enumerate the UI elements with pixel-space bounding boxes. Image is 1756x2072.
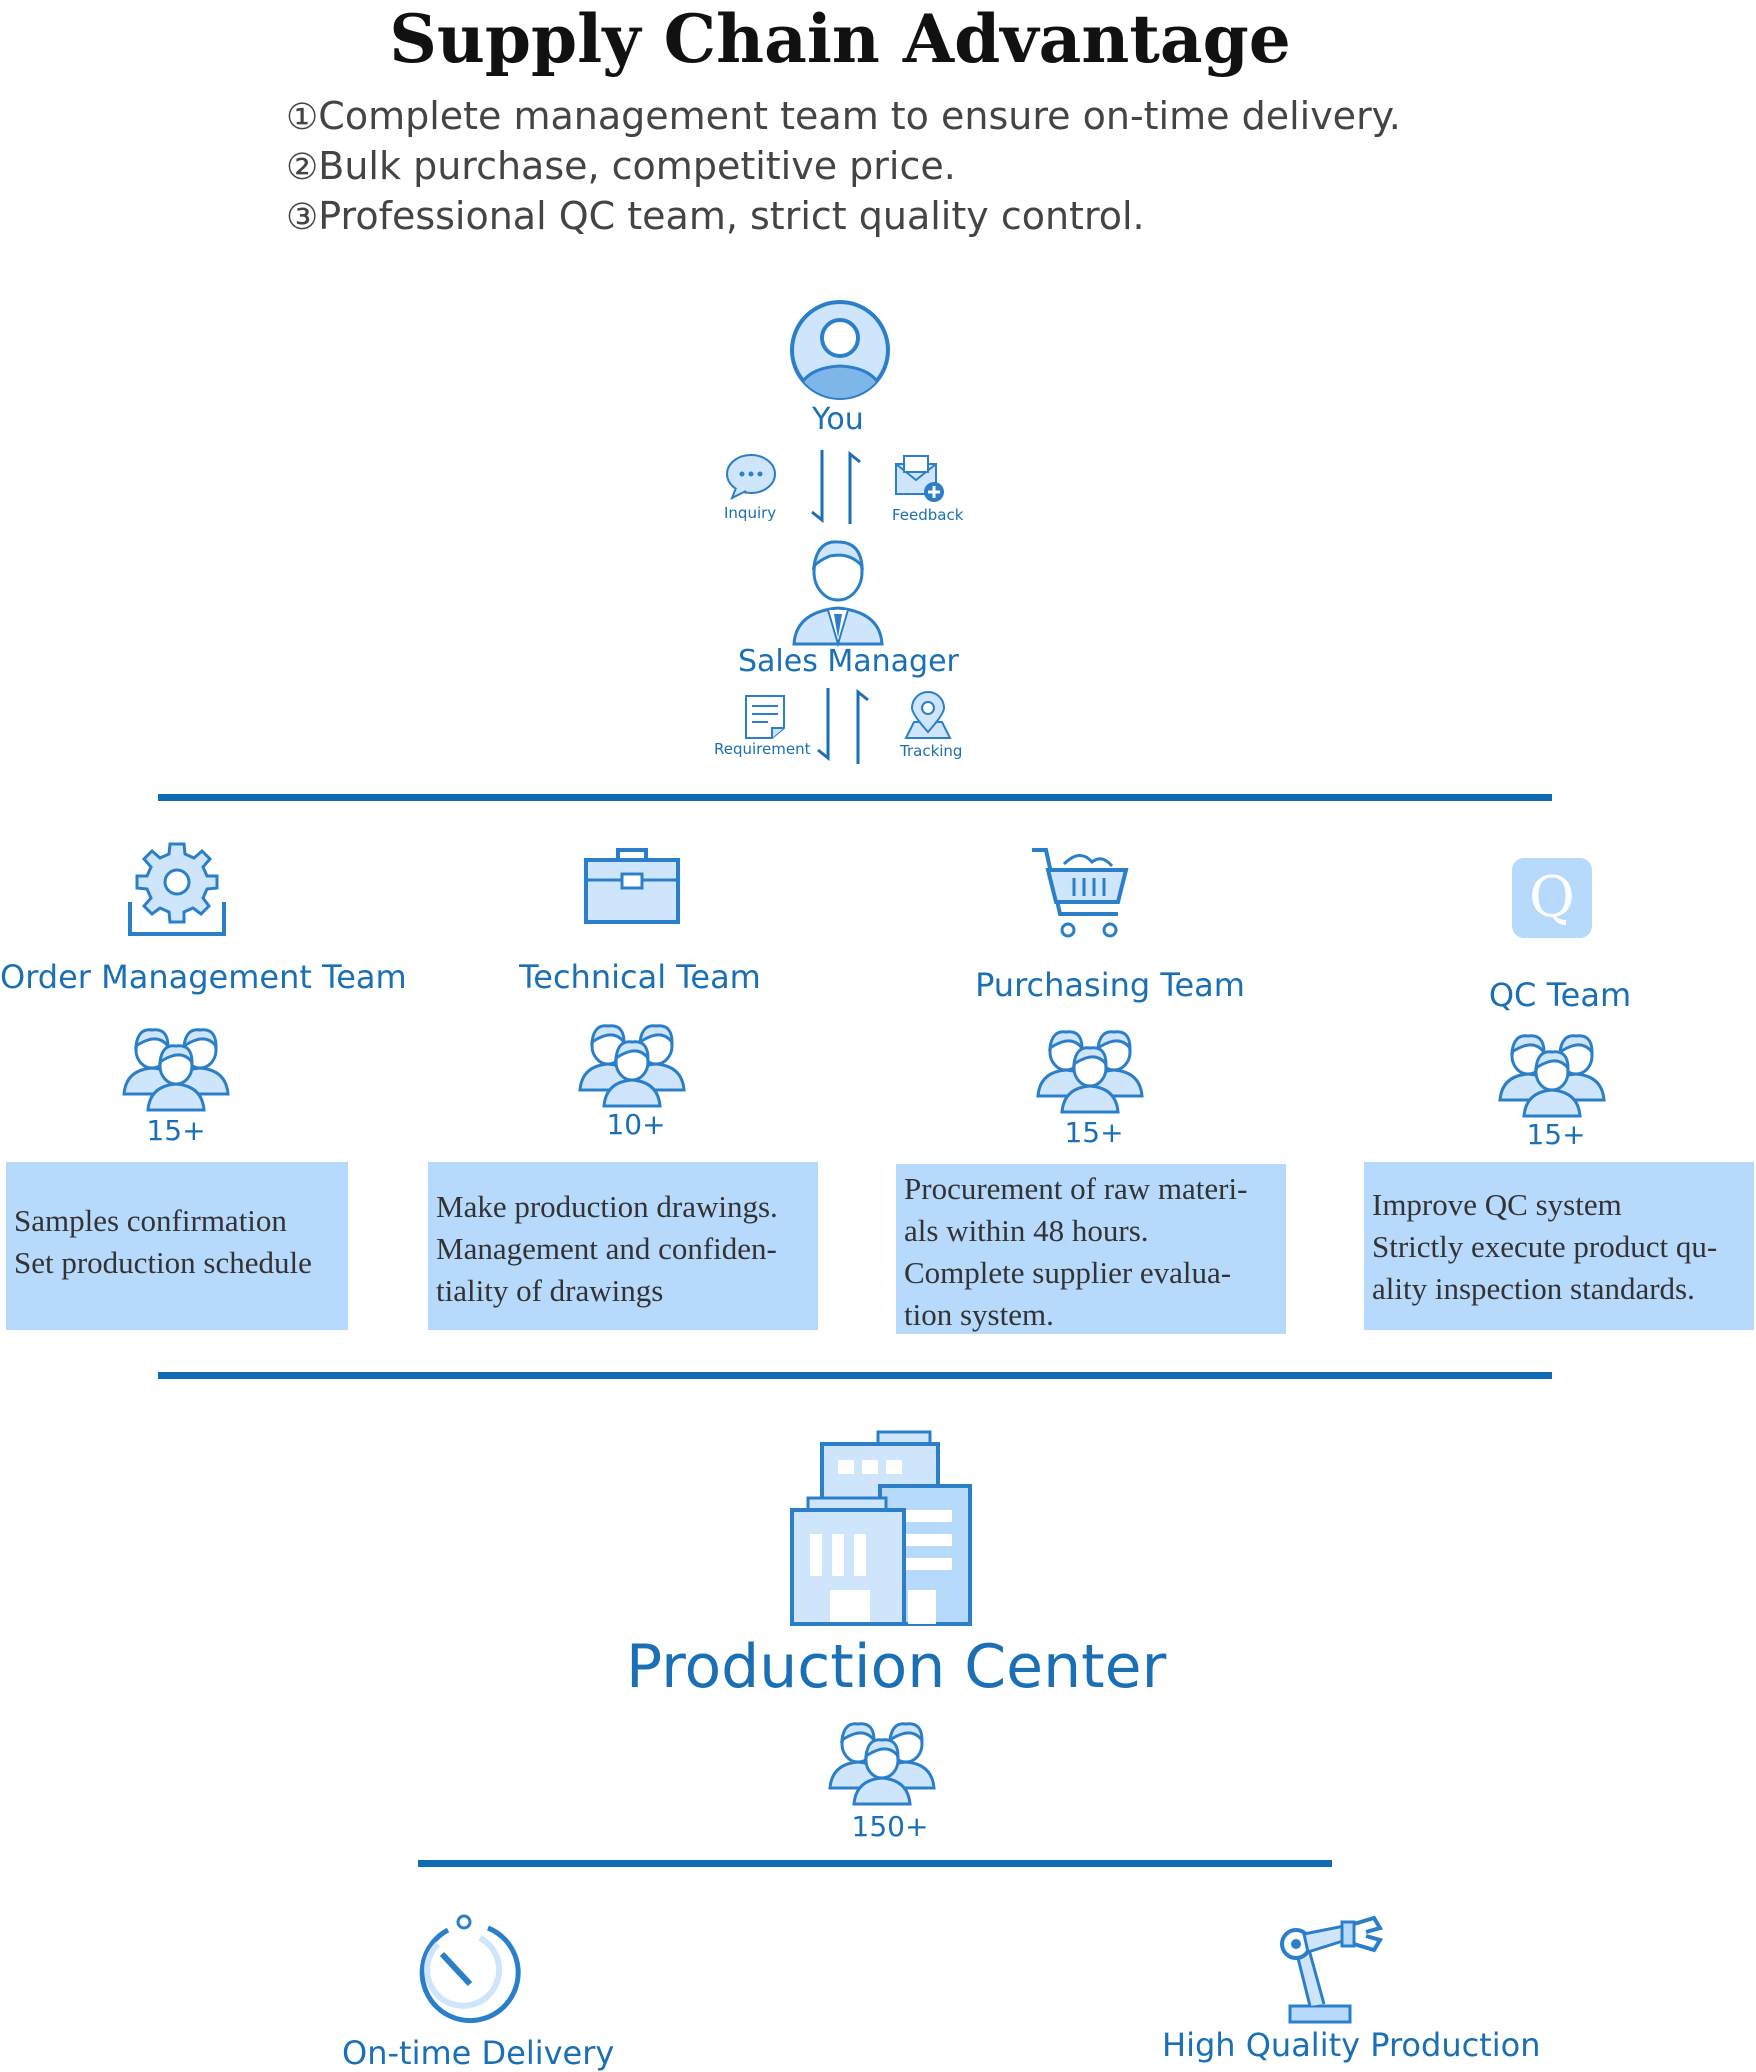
briefcase-icon [584,848,680,924]
team-desc-technical: Make production drawings. Management and… [428,1162,818,1330]
team-count-order-management: 15+ [146,1114,206,1147]
document-icon [745,695,785,739]
team-count-technical: 10+ [606,1108,666,1141]
production-count: 150+ [851,1810,929,1843]
production-center-label: Production Center [626,1632,1167,1702]
stopwatch-icon [419,1914,521,2024]
sales-manager-label: Sales Manager [738,644,959,679]
requirement-label: Requirement [714,740,811,758]
high-quality-production-label: High Quality Production [1162,2026,1541,2064]
team-count-purchasing: 15+ [1064,1116,1124,1149]
chat-bubble-icon [726,454,776,501]
manager-icon [792,540,884,648]
advantage-points: ①Complete management team to ensure on-t… [286,92,1401,242]
team-label-technical: Technical Team [519,958,761,996]
divider-2 [158,1372,1552,1379]
tracking-label: Tracking [900,742,963,760]
building-icon [790,1430,972,1626]
team-label-purchasing: Purchasing Team [975,966,1245,1004]
advantage-point-2: ②Bulk purchase, competitive price. [286,144,956,188]
divider-1 [158,794,1552,801]
advantage-point-3: ③Professional QC team, strict quality co… [286,194,1145,238]
page-title: Supply Chain Advantage [389,0,1291,78]
flow-arrows-bottom [817,688,869,764]
you-label: You [812,402,864,437]
robot-arm-icon [1280,1915,1384,2024]
mail-plus-icon [895,455,944,502]
team-label-qc: QC Team [1488,976,1632,1014]
team-desc-qc: Improve QC system Strictly execute produ… [1364,1162,1754,1330]
team-group-icon [1498,1028,1606,1118]
team-group-icon [578,1018,686,1108]
team-desc-purchasing: Procurement of raw materi- als within 48… [896,1164,1286,1334]
advantage-point-1: ①Complete management team to ensure on-t… [286,94,1401,138]
q-badge-icon: Q [1512,858,1592,938]
divider-3 [418,1860,1332,1867]
location-pin-icon [904,691,952,739]
on-time-delivery-label: On-time Delivery [342,2034,615,2072]
inquiry-label: Inquiry [724,504,777,522]
flow-arrows-top [811,450,861,524]
team-group-icon [828,1716,936,1806]
team-group-icon [1036,1024,1144,1114]
team-label-order-management: Order Management Team [0,958,407,996]
team-group-icon [122,1022,230,1112]
gear-icon [128,842,226,936]
team-count-qc: 15+ [1526,1118,1586,1151]
user-avatar-icon [790,300,890,400]
team-desc-order-management: Samples confirmation Set production sche… [6,1162,348,1330]
shopping-cart-icon [1032,848,1129,938]
feedback-label: Feedback [892,506,964,524]
